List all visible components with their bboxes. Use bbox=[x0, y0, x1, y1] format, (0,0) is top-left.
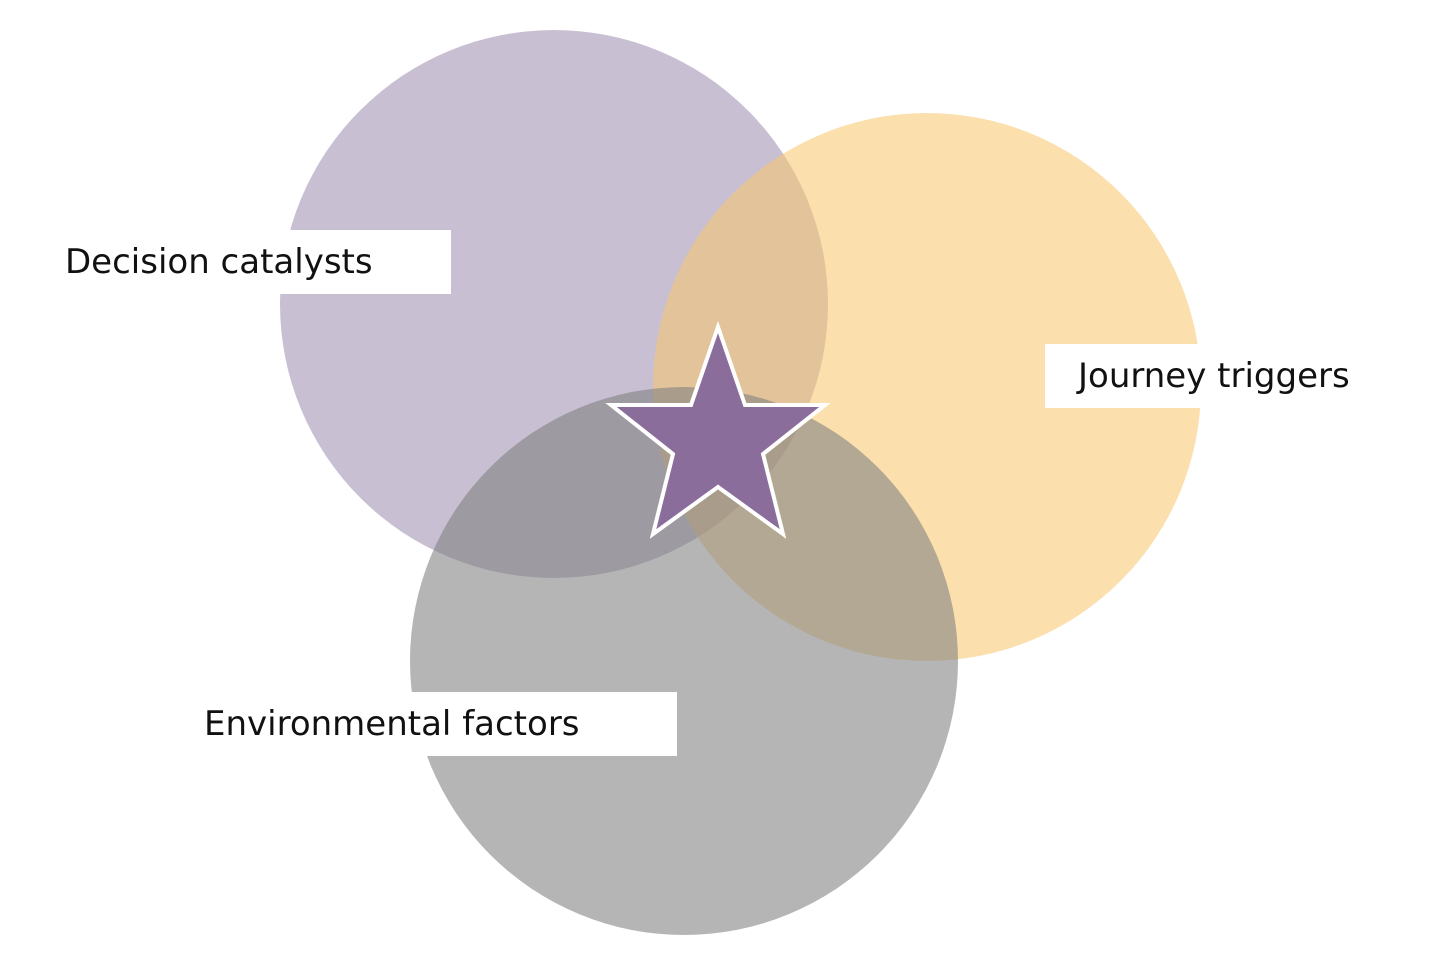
star-icon bbox=[605, 320, 831, 539]
label-decision-catalysts: Decision catalysts bbox=[54, 230, 451, 294]
label-environmental-factors: Environmental factors bbox=[190, 692, 677, 756]
label-journey-triggers: Journey triggers bbox=[1045, 344, 1365, 408]
circle-environmental-factors bbox=[410, 387, 958, 935]
